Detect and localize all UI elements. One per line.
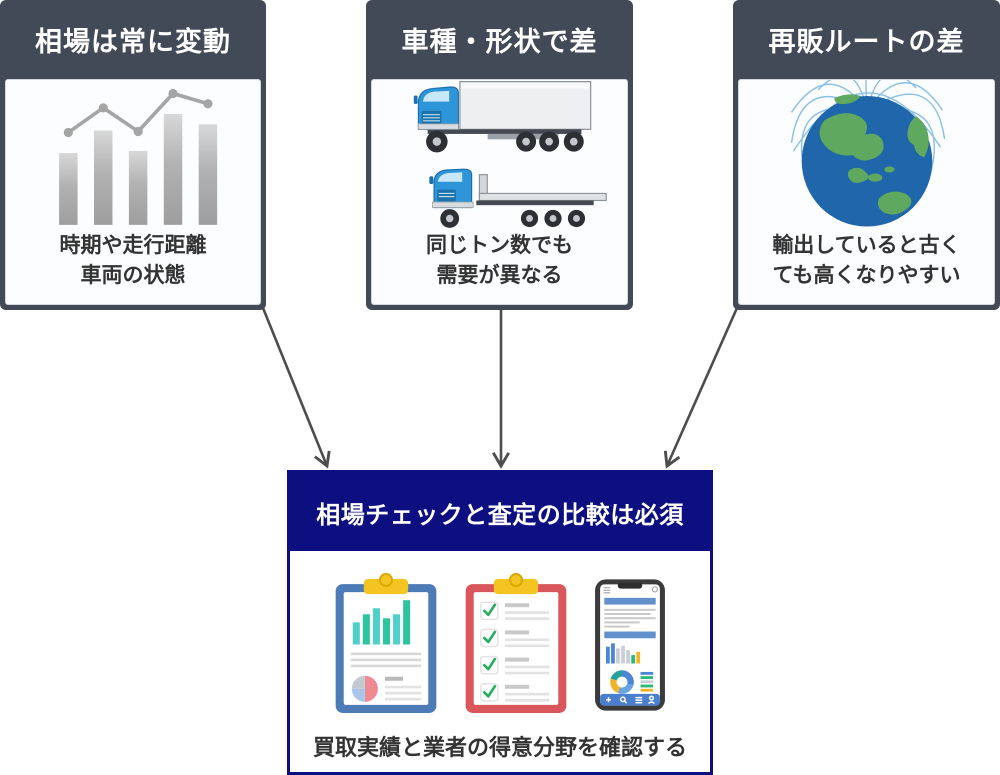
phone-toolbar-icons <box>606 694 655 704</box>
conclusion-box: 相場チェックと査定の比較は必須 <box>287 470 713 775</box>
flatbed-truck-icon <box>429 168 607 229</box>
factor-box-resale-route: 再販ルートの差 <box>733 0 1000 310</box>
factor-caption: 時期や走行距離 車両の状態 <box>59 234 207 287</box>
globe-export-icon <box>790 80 945 227</box>
menu-icon <box>635 696 643 703</box>
factor-title: 相場は常に変動 <box>2 2 264 76</box>
factor-box-market-fluctuation: 相場は常に変動 <box>0 0 266 310</box>
flow-arrows <box>261 307 739 469</box>
conclusion-title: 相場チェックと査定の比較は必須 <box>290 473 710 551</box>
conclusion-caption: 買取実績と業者の得意分野を確認する <box>312 735 687 760</box>
clipboard-chart-icon <box>335 572 437 713</box>
factor-caption: 同じトン数でも 需要が異なる <box>426 234 573 287</box>
plus-icon <box>606 696 612 702</box>
box-truck-icon <box>413 81 592 153</box>
smartphone-report-icon <box>595 578 665 711</box>
trucks-icon <box>372 80 627 231</box>
factor-title: 再販ルートの差 <box>735 2 998 76</box>
factor-caption: 輸出していると古く ても高くなりやすい <box>772 234 961 287</box>
arrow-right <box>663 307 739 469</box>
arrow-left <box>261 307 331 469</box>
bar-line-chart-icon <box>59 89 218 226</box>
clipboard-checklist-icon <box>465 572 567 713</box>
search-icon <box>619 695 628 704</box>
factor-title: 車種・形状で差 <box>368 2 631 76</box>
user-icon <box>647 694 655 704</box>
factor-box-vehicle-type: 車種・形状で差 <box>366 0 633 310</box>
checklist-rows <box>480 600 550 702</box>
